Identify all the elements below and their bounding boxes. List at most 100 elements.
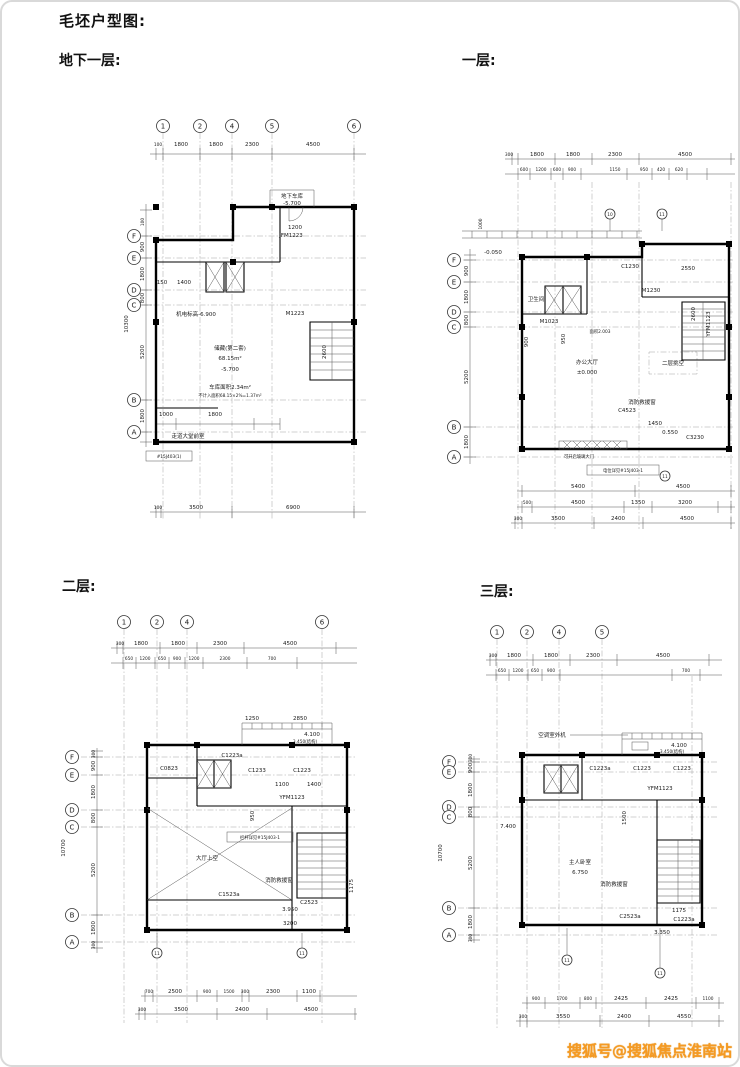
dim-label: 2300: [266, 989, 280, 995]
dimension-lines: 100 1800 1800 2300 4500 100 900 1800 800…: [124, 142, 366, 518]
ref-label: 11: [657, 971, 663, 977]
grid-label: E: [452, 279, 456, 287]
annotations: 1250 2850 4.100 3.450(结构) C0823 C1223a C…: [160, 716, 355, 927]
note-label: 消防救援窗: [628, 398, 656, 406]
dim-label: 600: [553, 167, 561, 173]
grid-column-bubbles: 1 2 4 6: [117, 615, 329, 629]
grid-bubble: [65, 750, 79, 764]
level-label: 3.950: [282, 907, 298, 913]
dimension-lines: 300 1800 1800 2300 4500 650 1200 650 900…: [61, 641, 357, 1020]
grid-bubble: [193, 119, 207, 133]
window-tag: C3230: [686, 435, 704, 441]
grid-label: A: [132, 429, 137, 437]
window-tag: C0823: [160, 766, 178, 772]
dim-label: 650: [125, 656, 133, 662]
dim-label: 1450: [648, 421, 662, 427]
floorplan-floor1-drawing: F E D C B A 300 1800 1800 2300 4500 600 …: [447, 152, 735, 529]
elevator-shafts: [544, 285, 582, 315]
dim-label: 2400: [617, 1014, 631, 1020]
dim-label: 1800: [464, 290, 470, 304]
dim-label: 700: [268, 656, 276, 662]
dim-label: 3200: [678, 500, 692, 506]
dim-label: 1800: [544, 653, 558, 659]
dim-label: 4500: [656, 653, 670, 659]
dim-label: 900: [173, 656, 181, 662]
ref-label: 11: [299, 951, 305, 957]
grid-label: C: [70, 824, 75, 832]
grid-axes: [81, 629, 357, 1023]
window-tag: YFM1123: [646, 786, 673, 792]
level-label: 4.100: [304, 732, 320, 738]
void-diagonals: [146, 807, 293, 901]
grid-label: D: [69, 807, 74, 815]
dim-label: 2300: [220, 656, 231, 662]
grid-label: F: [70, 754, 74, 762]
grid-label: A: [452, 454, 457, 462]
dim-label: 4500: [304, 1007, 318, 1013]
dim-label: 2425: [664, 996, 678, 1002]
room-label: 主人卧室: [569, 858, 592, 866]
elevator-shafts: [196, 759, 232, 789]
annotations: 空调室外机 4.100 3.450(结构) C1223a C1223 C1223…: [500, 731, 694, 936]
dim-label: 1150: [610, 167, 621, 173]
grid-bubble: [65, 768, 79, 782]
dim-label: 900: [140, 241, 146, 252]
dim-label: 300: [116, 641, 124, 647]
dim-label: 1100: [703, 996, 714, 1002]
grid-label: B: [447, 905, 452, 913]
dim-label: 1200: [189, 656, 200, 662]
dim-label: 3500: [551, 516, 565, 522]
grid-label: C: [132, 302, 137, 310]
label-floor2: 二层:: [62, 579, 96, 595]
dim-label: 1000: [478, 218, 484, 229]
level-label: 机电标高-6.900: [176, 310, 216, 318]
grid-bubble: [490, 625, 504, 639]
dim-label: 950: [640, 167, 648, 173]
dim-label: 10700: [61, 839, 67, 857]
area-label: 68.15m²: [218, 355, 241, 362]
level-label: -5.700: [221, 367, 239, 373]
window-tag: C1223a: [221, 753, 242, 759]
label-floor1: 一层:: [462, 53, 496, 69]
dim-label: 1200: [513, 668, 524, 674]
dim-label: 300: [519, 1014, 527, 1020]
terrace-railing: [462, 230, 642, 239]
dim-label: 4500: [676, 484, 690, 490]
elevator-shafts: [205, 261, 245, 293]
grid-label: E: [132, 255, 136, 263]
dim-label: 4500: [678, 152, 692, 158]
grid-bubble: [552, 625, 566, 639]
dim-label: 900: [203, 989, 211, 995]
floorplan-floor2: 1 2 4 6 F E D C B A 300 1800 1800 2300 4…: [57, 608, 367, 1048]
dim-label: 100: [140, 218, 146, 226]
door-tag: M1023: [540, 319, 559, 325]
dim-label: 1000: [159, 412, 173, 418]
label-floor3: 三层:: [480, 584, 514, 600]
window-tag: C1223: [633, 766, 651, 772]
grid-label: 5: [270, 123, 274, 131]
ref-label: #15J403(1): [157, 454, 182, 460]
dim-label: 3500: [189, 505, 203, 511]
grid-bubble: [65, 820, 79, 834]
grid-bubble: [447, 305, 461, 319]
dim-label: 5400: [571, 484, 585, 490]
dim-label: 4550: [677, 1014, 691, 1020]
label-basement: 地下一层:: [59, 53, 121, 69]
dimension-lines: 300 1800 1800 2300 4500 650 1200 650 900…: [438, 653, 724, 1027]
dim-label: 5200: [91, 863, 97, 877]
grid-bubble: [265, 119, 279, 133]
dim-label: 1800: [468, 783, 474, 797]
grid-bubble: [180, 615, 194, 629]
ac-unit: [631, 741, 649, 751]
grid-label: 1: [122, 619, 126, 627]
grid-column-bubbles: 1 2 4 5 6: [156, 119, 361, 133]
dim-label: 800: [464, 314, 470, 325]
dim-label: 1100: [302, 989, 316, 995]
grid-label: 4: [557, 629, 562, 637]
dim-label: 1800: [507, 653, 521, 659]
walls: [519, 732, 705, 928]
dim-label: 4500: [306, 142, 320, 148]
dim-label: 1250: [245, 716, 259, 722]
room-label: 二层挑空: [662, 359, 685, 367]
grid-label: 2: [198, 123, 202, 131]
